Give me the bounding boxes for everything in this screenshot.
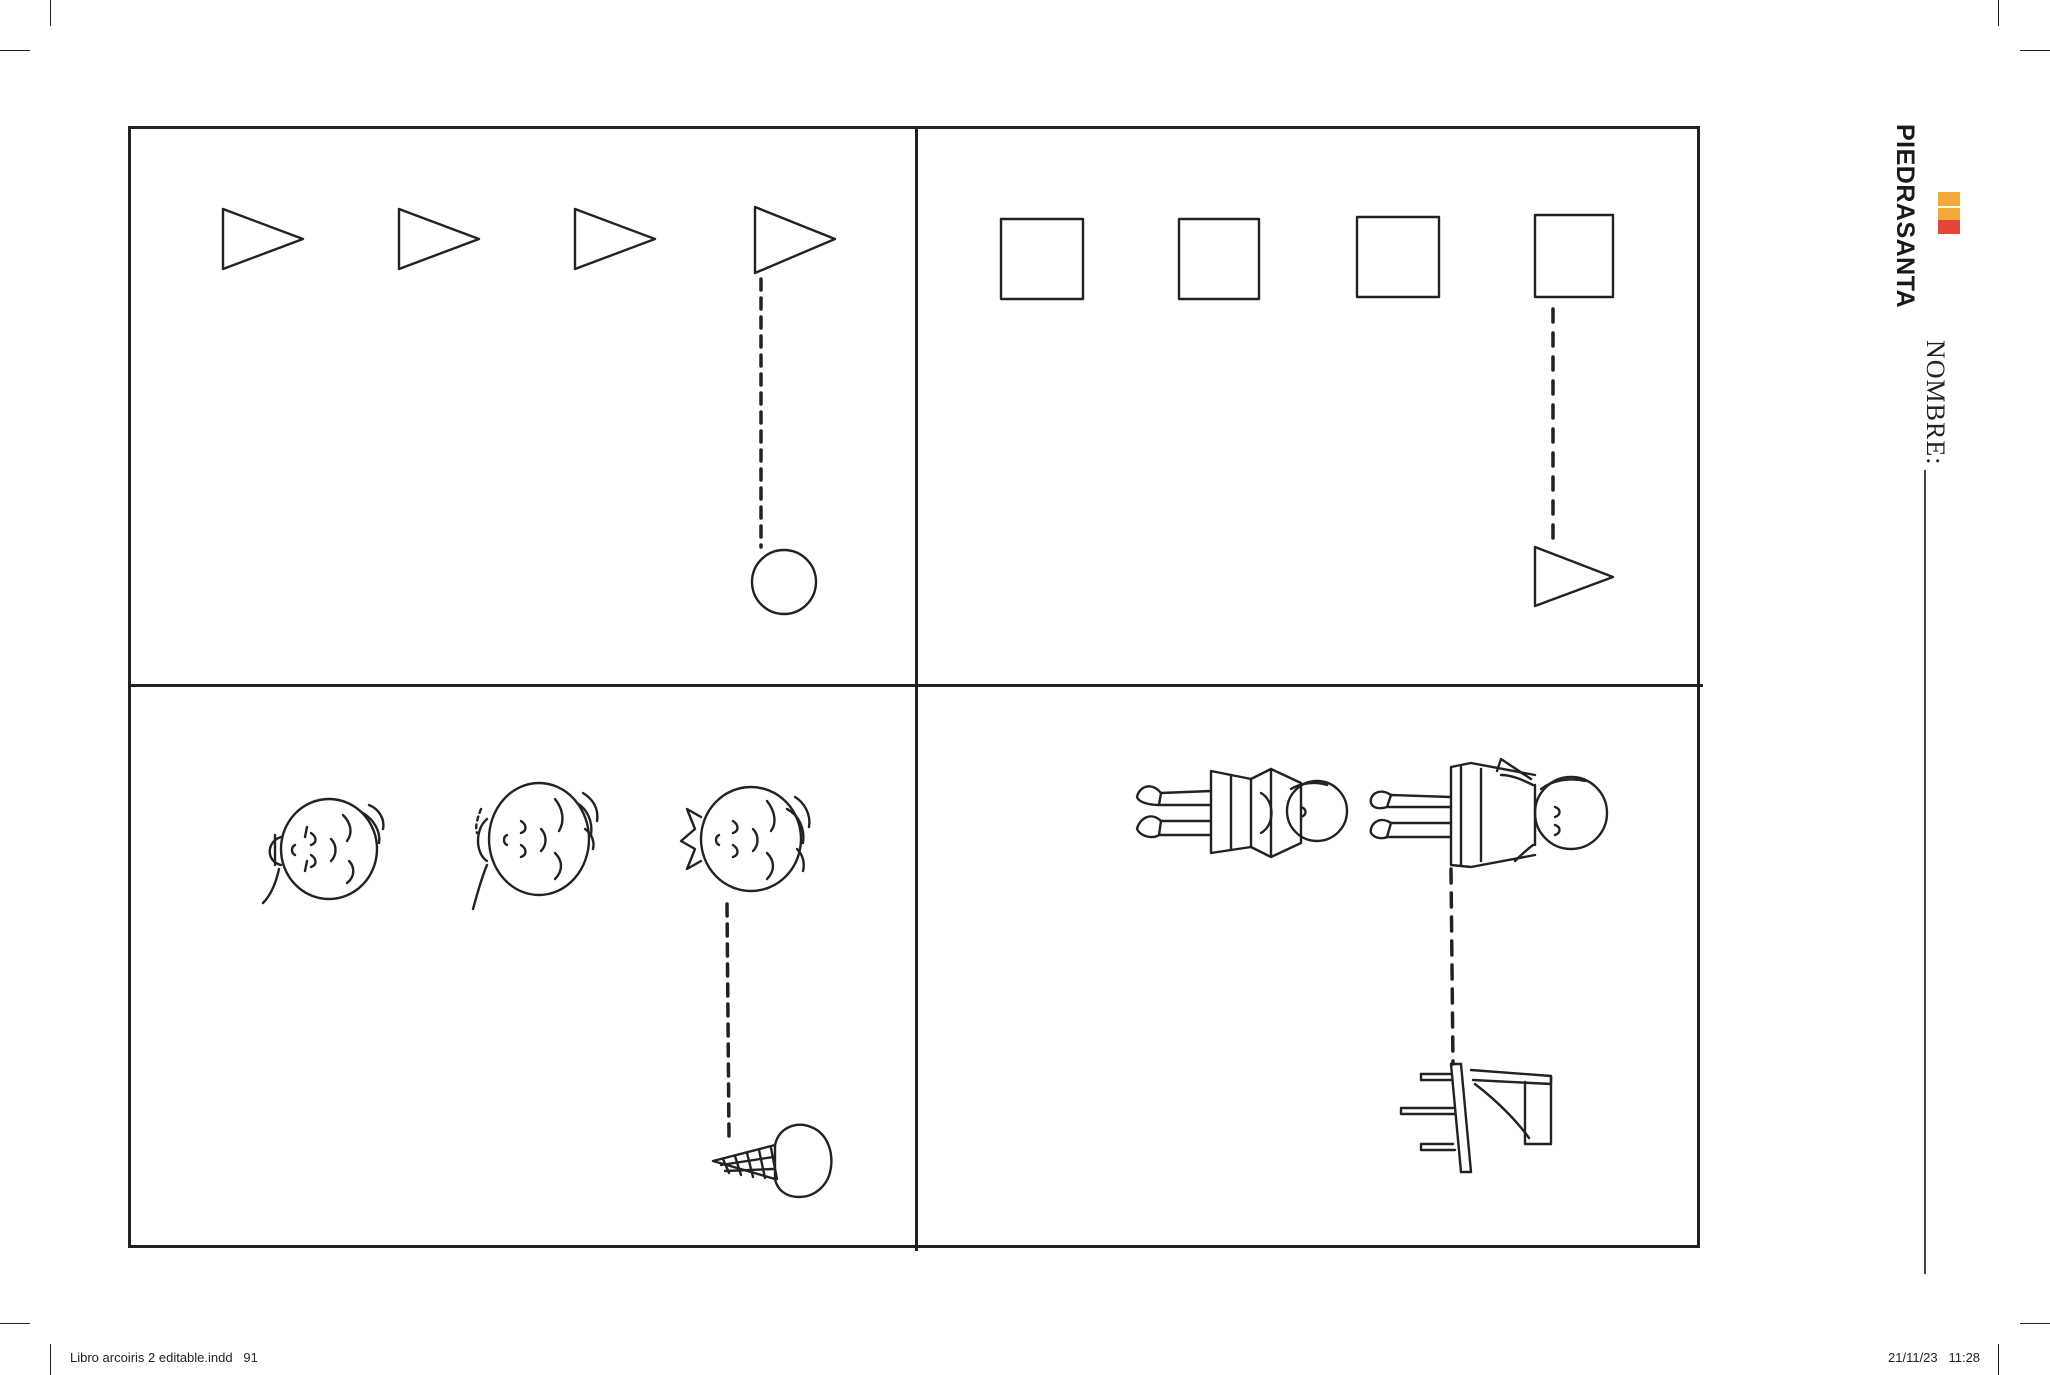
- triangle-shape: [223, 209, 303, 269]
- triangle-shape: [399, 209, 479, 269]
- standing-child-drawing: [1371, 759, 1607, 867]
- square-shape: [1001, 219, 1083, 299]
- chair-drawing: [1401, 1064, 1551, 1172]
- crop-mark: [2020, 1323, 2050, 1324]
- child-face-drawing: [263, 799, 383, 903]
- logo-mark-orange: [1938, 192, 1960, 206]
- worksheet-drawings: [131, 129, 1703, 1251]
- name-label: NOMBRE:: [1921, 340, 1950, 466]
- dashed-guide-line: [727, 904, 729, 1137]
- logo-mark-red: [1938, 220, 1960, 234]
- horizontal-divider: [131, 684, 1703, 687]
- panel-bottom-left: [263, 783, 831, 1197]
- crop-mark: [1998, 0, 1999, 26]
- square-shape: [1179, 219, 1259, 299]
- crop-mark: [50, 1344, 51, 1375]
- worksheet-grid: [128, 126, 1703, 1251]
- child-face-drawing: [681, 787, 809, 891]
- dashed-guide-line: [1451, 869, 1453, 1064]
- triangle-shape: [575, 209, 655, 269]
- logo-mark-orange: [1938, 208, 1960, 222]
- panel-top-left: [223, 207, 835, 614]
- triangle-shape: [1535, 547, 1613, 606]
- crop-mark: [50, 0, 51, 26]
- crop-mark: [1998, 1344, 1999, 1375]
- crop-mark: [0, 1323, 30, 1324]
- standing-child-drawing: [1137, 769, 1347, 857]
- vertical-divider: [915, 129, 918, 1251]
- triangle-shape: [755, 207, 835, 273]
- crop-mark: [0, 50, 30, 51]
- child-face-drawing: [473, 783, 597, 909]
- footer-filename: Libro arcoiris 2 editable.indd 91: [70, 1350, 258, 1365]
- panel-top-right: [1001, 215, 1613, 606]
- square-shape: [1535, 215, 1613, 297]
- name-line: [1924, 470, 1926, 1274]
- ice-cream-cone-drawing: [713, 1125, 831, 1197]
- brand-name: PIEDRASANTA: [1891, 124, 1919, 309]
- circle-shape: [752, 550, 816, 614]
- panel-bottom-right: [1137, 759, 1607, 1172]
- crop-mark: [2020, 50, 2050, 51]
- footer-datetime: 21/11/23 11:28: [1888, 1350, 1981, 1365]
- square-shape: [1357, 217, 1439, 297]
